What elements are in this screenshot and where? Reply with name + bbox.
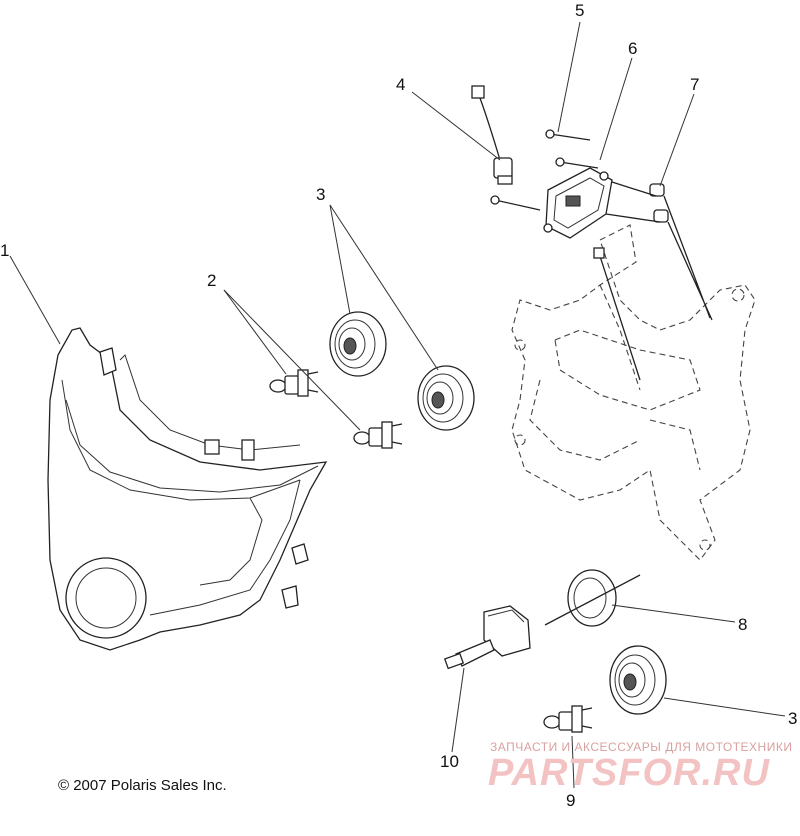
watermark-logo: PARTSFOR.RU (488, 752, 770, 794)
callout-3-right: 3 (788, 709, 797, 728)
screws (490, 129, 599, 211)
callout-2: 2 (207, 271, 216, 290)
hid-bulb (443, 605, 531, 670)
headlight-housing (47, 327, 328, 651)
boot-right (609, 645, 667, 715)
watermark-tagline: ЗАПЧАСТИ И АКСЕССУАРЫ ДЛЯ МОТОТЕХНИКИ (490, 740, 793, 754)
callout-10: 10 (440, 752, 459, 771)
boot-lower (417, 365, 475, 431)
callout-6: 6 (628, 39, 637, 58)
callout-8: 8 (738, 615, 747, 634)
leader-lines (9, 21, 786, 789)
bulb-lower (353, 421, 403, 449)
igniter-ring (544, 569, 641, 627)
bulb-upper (269, 369, 319, 397)
ballast-module (543, 167, 613, 239)
boot-upper (329, 311, 387, 377)
copyright-notice: © 2007 Polaris Sales Inc. (58, 777, 227, 794)
bulb-bottom (543, 705, 593, 733)
callout-4: 4 (396, 75, 405, 94)
callout-5: 5 (575, 1, 584, 20)
callout-3-top: 3 (316, 185, 325, 204)
mounting-bracket (511, 224, 756, 561)
spacers (593, 181, 713, 381)
callout-1: 1 (0, 241, 9, 260)
wire-harness (471, 85, 513, 185)
callout-7: 7 (690, 75, 699, 94)
callout-9: 9 (566, 791, 575, 810)
